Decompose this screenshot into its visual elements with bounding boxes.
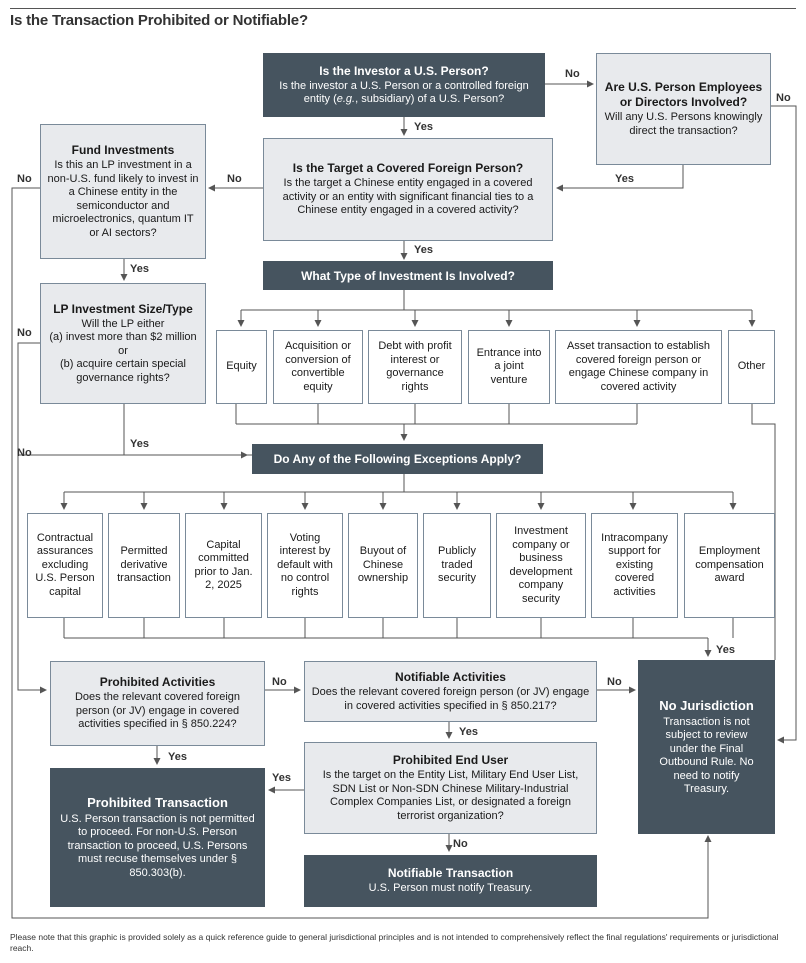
notifiable-transaction-box: Notifiable Transaction U.S. Person must … — [304, 855, 597, 907]
exceptions-bar: Do Any of the Following Exceptions Apply… — [252, 444, 543, 474]
lp-investment-box: LP Investment Size/Type Will the LP eith… — [40, 283, 206, 404]
end-user-body: Is the target on the Entity List, Milita… — [322, 769, 579, 822]
target-heading: Is the Target a Covered Foreign Person? — [292, 161, 524, 176]
label-investor-no: No — [565, 68, 580, 80]
prohibited-transaction-body: U.S. Person transaction is not permitted… — [60, 812, 255, 879]
label-end-user-yes: Yes — [272, 772, 291, 784]
fund-investments-box: Fund Investments Is this an LP investmen… — [40, 124, 206, 259]
investment-type-asset: Asset transaction to establish covered f… — [555, 330, 722, 404]
end-user-heading: Prohibited End User — [392, 753, 509, 767]
investment-type-bar: What Type of Investment Is Involved? — [263, 261, 553, 290]
no-jurisdiction-heading: No Jurisdiction — [659, 697, 754, 713]
lp-body2: (a) invest more than $2 million or — [49, 331, 197, 357]
prohibited-activities-body: Does the relevant covered foreign person… — [74, 691, 241, 731]
label-exceptions-yes: Yes — [716, 644, 735, 656]
exception-buyout: Buyout of Chinese ownership — [348, 513, 418, 618]
no-jurisdiction-body: Transaction is not subject to review und… — [659, 715, 754, 796]
notifiable-transaction-body: U.S. Person must notify Treasury. — [368, 882, 533, 895]
exception-employment: Employment compensation award — [684, 513, 775, 618]
employees-heading: Are U.S. Person Employees or Directors I… — [604, 80, 763, 109]
label-lp-yes: Yes — [130, 438, 149, 450]
investment-type-equity: Equity — [216, 330, 267, 404]
employees-question-box: Are U.S. Person Employees or Directors I… — [596, 53, 771, 165]
notifiable-activities-body: Does the relevant covered foreign person… — [311, 686, 590, 712]
label-target-yes: Yes — [414, 244, 433, 256]
label-end-user-no: No — [453, 838, 468, 850]
lp-body3: (b) acquire certain special governance r… — [60, 358, 186, 384]
lp-body1: Will the LP either — [81, 317, 165, 330]
label-notifiable-no: No — [607, 676, 622, 688]
notifiable-activities-heading: Notifiable Activities — [395, 670, 506, 684]
label-fund-yes: Yes — [130, 263, 149, 275]
notifiable-activities-box: Notifiable Activities Does the relevant … — [304, 661, 597, 722]
investment-type-joint-venture: Entrance into a joint venture — [468, 330, 550, 404]
investment-type-other: Other — [728, 330, 775, 404]
label-prohibited-yes: Yes — [168, 751, 187, 763]
exception-derivative: Permitted derivative transaction — [108, 513, 180, 618]
label-employees-yes: Yes — [615, 173, 634, 185]
target-question-box: Is the Target a Covered Foreign Person? … — [263, 138, 553, 241]
prohibited-transaction-heading: Prohibited Transaction — [87, 794, 228, 810]
no-jurisdiction-box: No Jurisdiction Transaction is not subje… — [638, 660, 775, 834]
target-body: Is the target a Chinese entity engaged i… — [282, 177, 534, 217]
exception-capital-committed: Capital committed prior to Jan. 2, 2025 — [185, 513, 262, 618]
exception-voting-interest: Voting interest by default with no contr… — [267, 513, 343, 618]
exception-investment-company: Investment company or business developme… — [496, 513, 586, 618]
fund-heading: Fund Investments — [71, 143, 175, 157]
label-prohibited-no: No — [272, 676, 287, 688]
notifiable-transaction-heading: Notifiable Transaction — [387, 866, 514, 881]
prohibited-transaction-box: Prohibited Transaction U.S. Person trans… — [50, 768, 265, 907]
label-lp-no: No — [17, 327, 32, 339]
investor-question-box: Is the Investor a U.S. Person? Is the in… — [263, 53, 545, 117]
prohibited-activities-box: Prohibited Activities Does the relevant … — [50, 661, 265, 746]
investment-type-convertible: Acquisition or conversion of convertible… — [273, 330, 363, 404]
exception-contractual: Contractual assurances excluding U.S. Pe… — [27, 513, 103, 618]
investor-body: Is the investor a U.S. Person or a contr… — [279, 79, 529, 106]
prohibited-activities-heading: Prohibited Activities — [99, 675, 216, 690]
page-title: Is the Transaction Prohibited or Notifia… — [10, 12, 308, 29]
top-rule — [10, 8, 796, 9]
label-employees-no: No — [776, 92, 791, 104]
investor-heading: Is the Investor a U.S. Person? — [319, 63, 489, 78]
employees-body: Will any U.S. Persons knowingly direct t… — [604, 111, 763, 137]
lp-heading: LP Investment Size/Type — [53, 301, 193, 316]
exception-intracompany: Intracompany support for existing covere… — [591, 513, 678, 618]
label-fund-no: No — [17, 173, 32, 185]
footnote: Please note that this graphic is provide… — [10, 932, 779, 953]
fund-body: Is this an LP investment in a non-U.S. f… — [47, 159, 199, 239]
label-notifiable-yes: Yes — [459, 726, 478, 738]
prohibited-end-user-box: Prohibited End User Is the target on the… — [304, 742, 597, 834]
label-exceptions-no: No — [17, 447, 32, 459]
exception-publicly-traded: Publicly traded security — [423, 513, 491, 618]
label-investor-yes: Yes — [414, 121, 433, 133]
label-target-no: No — [227, 173, 242, 185]
investment-type-debt: Debt with profit interest or governance … — [368, 330, 462, 404]
